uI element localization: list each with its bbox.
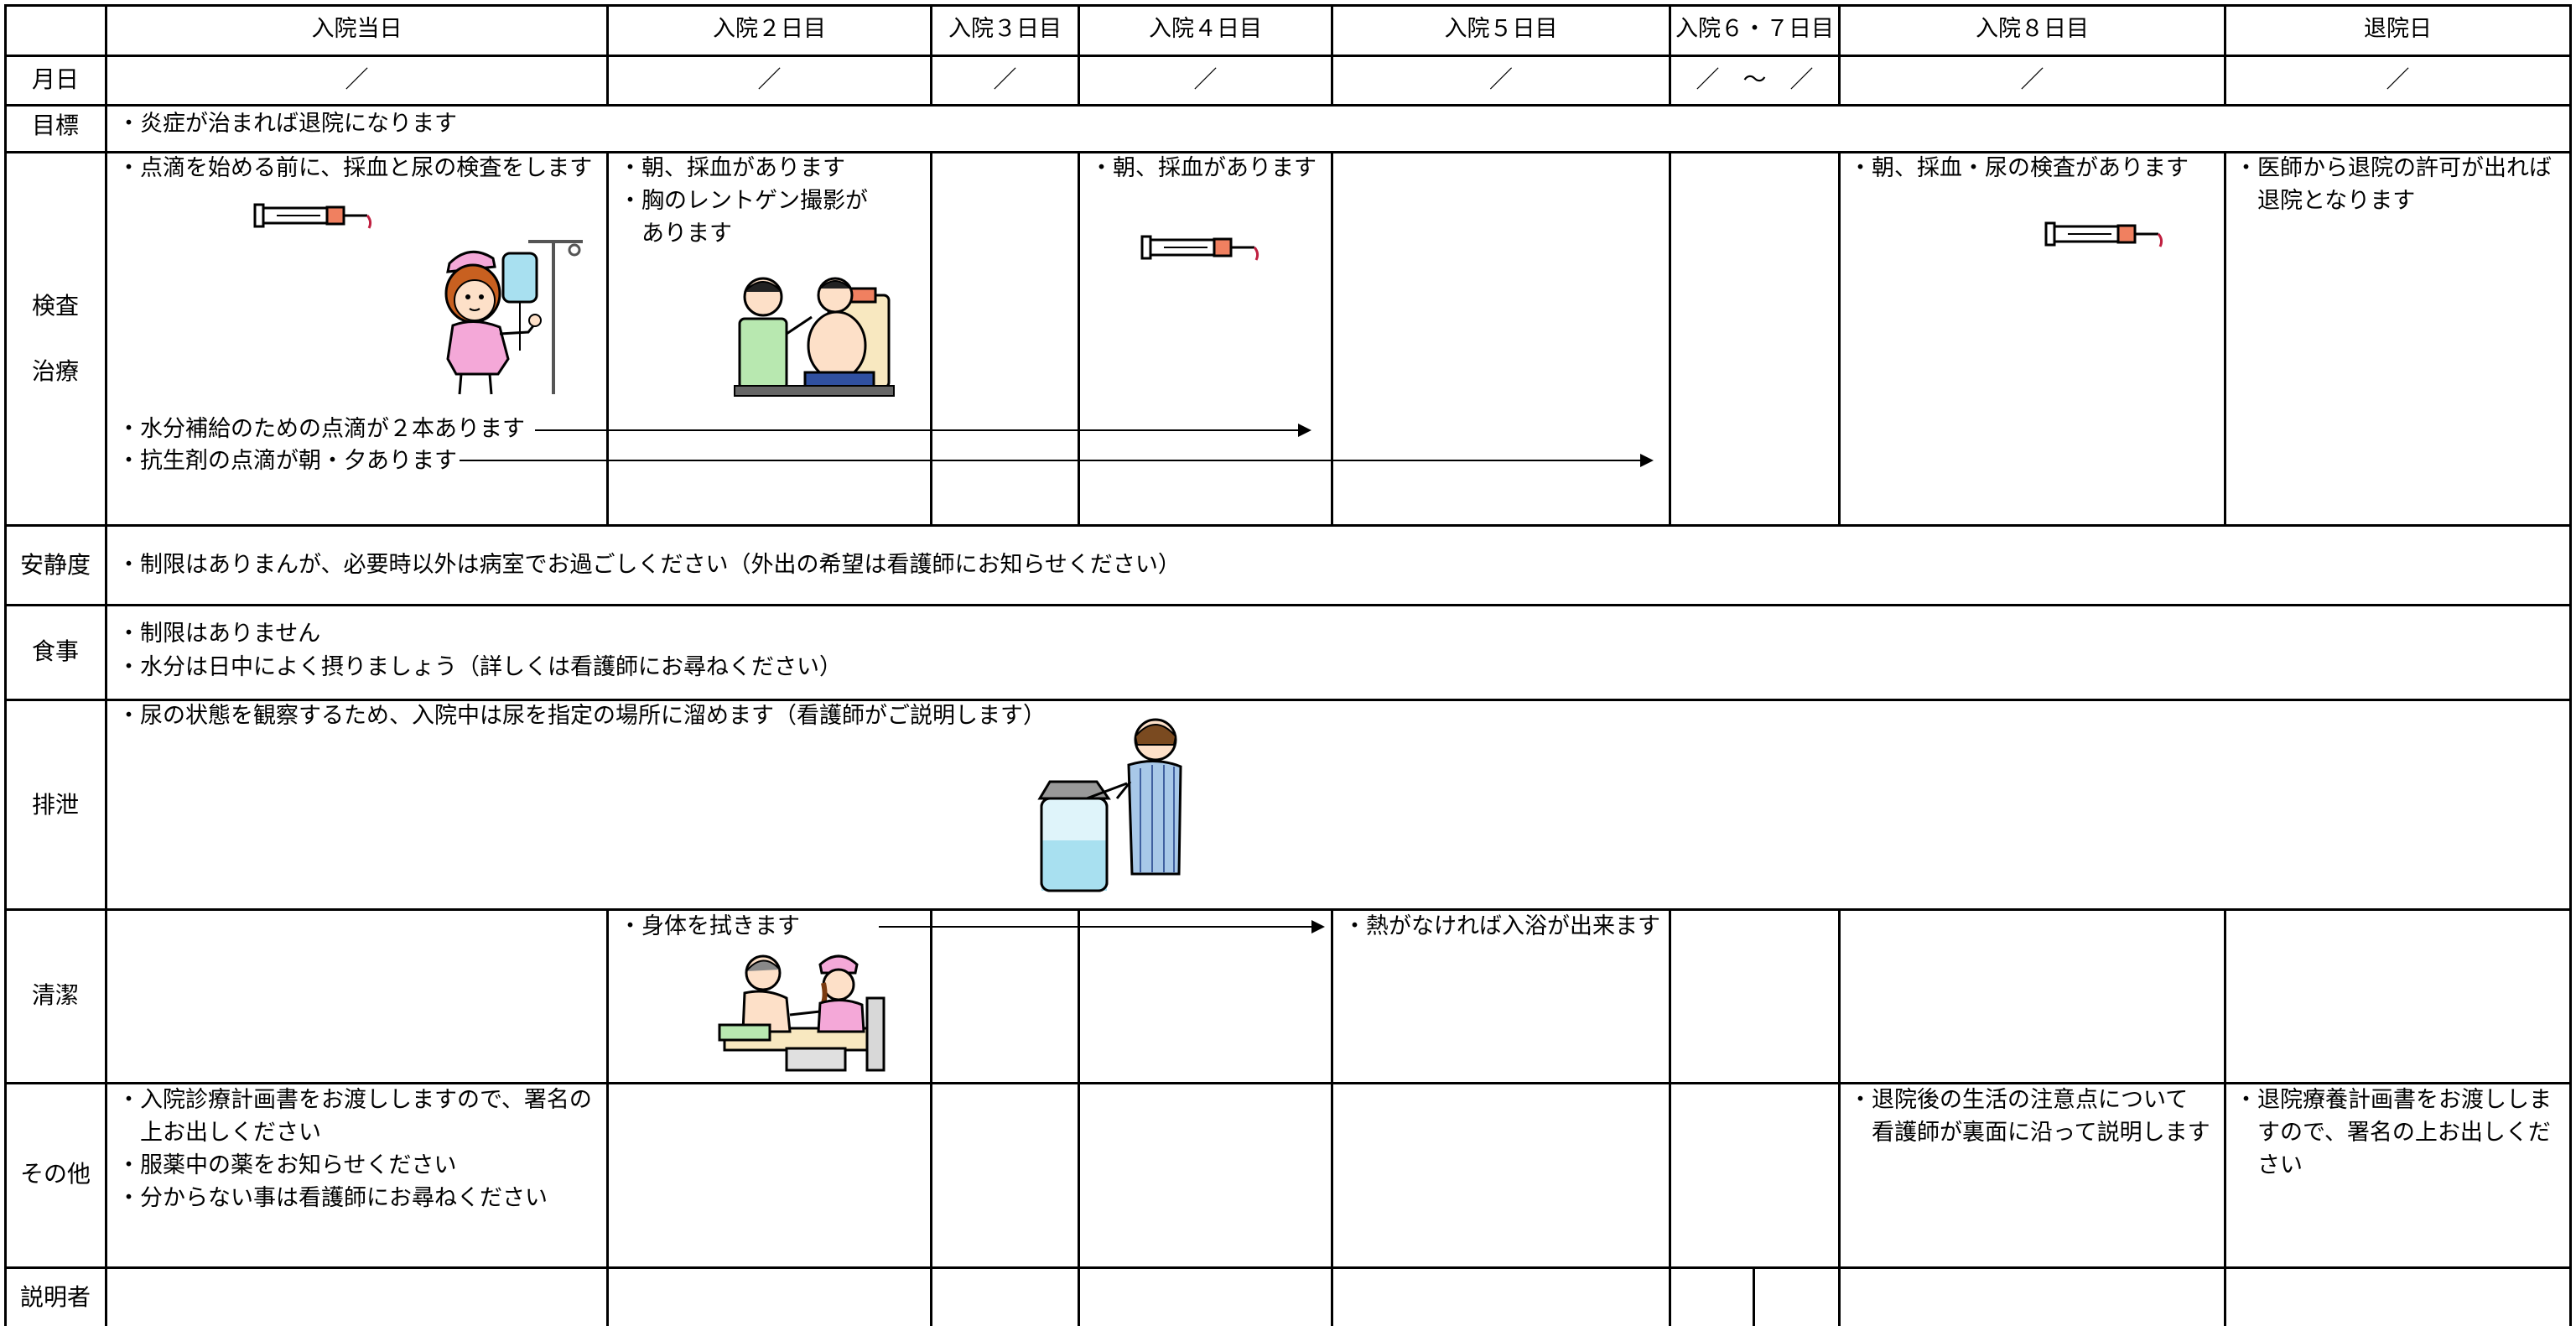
row-label-excretion: 排泄	[31, 791, 79, 819]
meal-text-line1: ・制限はありません	[117, 621, 321, 647]
grid-line	[4, 4, 2572, 7]
iv-antibiotic-arrow	[460, 454, 1654, 467]
grid-line	[4, 55, 2572, 57]
exam-day4-text: ・朝、採血があります	[1090, 155, 1317, 181]
grid-line	[1669, 151, 1671, 525]
hygiene-day2-text: ・身体を拭きます	[619, 913, 800, 939]
row-label-hygiene: 清潔	[31, 981, 79, 1009]
iv-fluid-arrow	[535, 424, 1311, 437]
syringe-icon	[1140, 235, 1259, 261]
row-label-treatment: 治療	[31, 357, 79, 385]
grid-line	[1838, 908, 1841, 1326]
column-header-discharge: 退院日	[2364, 16, 2432, 42]
grid-line	[4, 604, 2572, 606]
date-slash: ／	[2020, 65, 2044, 93]
grid-line	[2224, 4, 2226, 105]
excretion-text: ・尿の状態を観察するため、入院中は尿を指定の場所に溜めます（看護師がご説明します…	[117, 703, 1046, 729]
row-label-date: 月日	[31, 65, 79, 93]
exam-day8-text: ・朝、採血・尿の検査があります	[1849, 155, 2189, 181]
grid-line	[2224, 908, 2226, 1326]
other-day1-line2: 上お出しください	[117, 1120, 321, 1146]
grid-line	[4, 151, 2572, 153]
grid-line	[1078, 4, 1080, 105]
date-slash: ／	[757, 65, 782, 93]
date-range: ／ ～ ／	[1696, 65, 1814, 93]
grid-line	[4, 699, 2572, 701]
hygiene-arrow	[879, 920, 1325, 933]
column-header-day5: 入院５日目	[1444, 16, 1558, 42]
grid-line	[4, 524, 2572, 527]
grid-line	[930, 908, 932, 1326]
grid-line	[4, 4, 7, 1326]
other-day1-line1: ・入院診療計画書をお渡ししますので、署名の	[117, 1087, 592, 1113]
grid-line	[4, 1082, 2572, 1084]
other-day1-line4: ・分からない事は看護師にお尋ねください	[117, 1185, 548, 1211]
other-discharge-line2: すので、署名の上お出しくだ	[2235, 1120, 2551, 1146]
date-slash: ／	[993, 65, 1017, 93]
iv-fluid-text: ・水分補給のための点滴が２本あります	[117, 416, 525, 442]
grid-line	[1838, 151, 1841, 525]
date-slash: ／	[1193, 65, 1218, 93]
exam-discharge-line1: ・医師から退院の許可が出れば	[2235, 155, 2552, 181]
grid-line	[1078, 151, 1080, 525]
other-day1-line3: ・服薬中の薬をお知らせください	[117, 1152, 457, 1178]
nurse-with-iv-icon	[444, 240, 583, 395]
syringe-icon	[253, 203, 372, 229]
grid-line	[2224, 151, 2226, 525]
column-header-day1: 入院当日	[311, 16, 402, 42]
grid-line	[4, 1266, 2572, 1269]
exam-discharge-line2: 退院となります	[2235, 188, 2416, 214]
grid-line	[1838, 4, 1841, 105]
column-header-day8: 入院８日目	[1976, 16, 2089, 42]
xray-exam-icon	[734, 277, 895, 397]
row-label-exam: 検査	[31, 292, 79, 320]
grid-line	[1331, 4, 1333, 105]
rest-text: ・制限はありまんが、必要時以外は病室でお過ごしください（外出の希望は看護師にお知…	[117, 552, 1181, 578]
other-discharge-line1: ・退院療養計画書をお渡ししま	[2235, 1087, 2552, 1113]
column-header-day4: 入院４日目	[1149, 16, 1262, 42]
row-label-explainer: 説明者	[19, 1283, 91, 1311]
row-label-meal: 食事	[31, 637, 79, 665]
other-day8-line2: 看護師が裏面に沿って説明します	[1849, 1120, 2210, 1146]
exam-day2-line2: ・胸のレントゲン撮影が	[619, 188, 868, 214]
grid-line	[606, 908, 609, 1326]
row-label-rest: 安静度	[19, 551, 91, 579]
hygiene-day5-text: ・熱がなければ入浴が出来ます	[1343, 913, 1660, 939]
exam-day2-line1: ・朝、採血があります	[619, 155, 845, 181]
grid-line	[1331, 151, 1333, 525]
exam-day1-text: ・点滴を始める前に、採血と尿の検査をします	[117, 155, 593, 181]
column-header-day6-7: 入院６・７日目	[1675, 16, 1834, 42]
grid-line	[105, 4, 107, 1326]
urine-collection-icon	[1037, 718, 1182, 892]
date-slash: ／	[1488, 65, 1513, 93]
bed-bath-icon	[718, 954, 886, 1072]
grid-line	[4, 908, 2572, 911]
grid-line	[2569, 4, 2572, 1326]
grid-line	[1331, 908, 1333, 1326]
grid-line	[4, 104, 2572, 107]
other-discharge-line3: さい	[2235, 1152, 2303, 1178]
exam-day2-line3: あります	[619, 221, 732, 247]
iv-antibiotic-text: ・抗生剤の点滴が朝・夕あります	[117, 448, 457, 474]
date-slash: ／	[2386, 65, 2410, 93]
goal-text: ・炎症が治まれば退院になります	[117, 111, 457, 137]
syringe-icon	[2044, 221, 2163, 247]
row-label-goal: 目標	[31, 112, 79, 139]
grid-line	[930, 4, 932, 105]
grid-line	[930, 151, 932, 525]
grid-line	[1753, 1266, 1755, 1326]
meal-text-line2: ・水分は日中によく摂りましょう（詳しくは看護師にお尋ねください）	[117, 654, 842, 680]
date-slash: ／	[345, 65, 369, 93]
grid-line	[1669, 908, 1671, 1326]
column-header-day2: 入院２日目	[713, 16, 826, 42]
grid-line	[606, 4, 609, 105]
row-label-other: その他	[19, 1160, 91, 1188]
grid-line	[1669, 4, 1671, 105]
grid-line	[1078, 908, 1080, 1326]
column-header-day3: 入院３日目	[948, 16, 1062, 42]
grid-line	[606, 151, 609, 525]
other-day8-line1: ・退院後の生活の注意点について	[1849, 1087, 2189, 1113]
